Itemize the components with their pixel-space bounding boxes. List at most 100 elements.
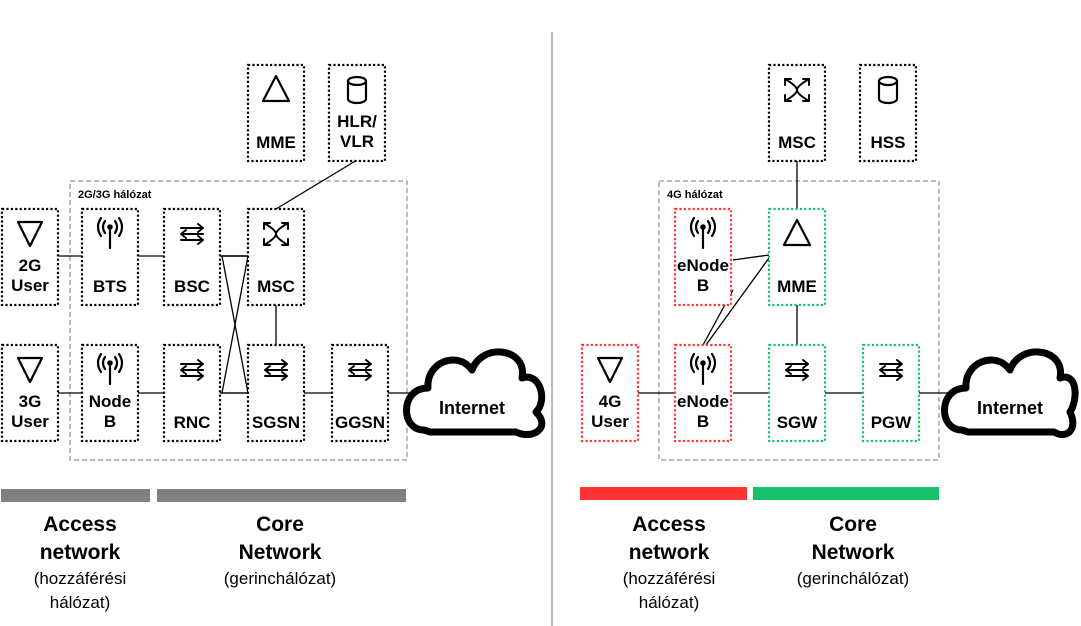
right-access-sub-2: hálózat) <box>639 593 699 612</box>
node-box <box>246 343 306 443</box>
node-box <box>767 207 827 307</box>
node-label: 3G <box>19 392 42 411</box>
left-access-bar <box>1 489 150 502</box>
node-label: User <box>11 412 49 431</box>
left-region-label: 2G/3G hálózat <box>78 189 152 201</box>
left-node-hlr: HLR/VLR <box>327 63 387 163</box>
radio-tower-icon <box>689 352 717 386</box>
left-access-title-2: network <box>40 541 121 564</box>
triangle-icon <box>261 74 291 103</box>
node-box <box>246 63 306 163</box>
node-label: HLR/ <box>337 112 377 131</box>
node-box <box>861 343 921 443</box>
node-label: RNC <box>174 413 211 432</box>
left-node-mme: MME <box>246 63 306 163</box>
left-connections <box>58 159 418 394</box>
node-box <box>673 207 733 307</box>
radio-tower-icon <box>96 352 124 386</box>
node-box <box>162 343 222 443</box>
right-access-title-1: Access <box>632 513 706 536</box>
node-label: HSS <box>871 133 906 152</box>
left-node-bts: BTS <box>80 207 140 307</box>
right-core-bar <box>753 487 939 500</box>
node-label: User <box>11 276 49 295</box>
arrows-exchange-icon <box>264 359 288 381</box>
right-region-label: 4G hálózat <box>667 189 723 201</box>
left-region-box <box>69 180 408 461</box>
radio-tower-icon <box>689 216 717 250</box>
left-node-sgsn: SGSN <box>246 343 306 443</box>
node-label: eNode <box>677 392 729 411</box>
left-core-title-2: Network <box>239 541 322 564</box>
node-label: MME <box>256 133 296 152</box>
node-label: B <box>104 412 116 431</box>
node-box <box>162 207 222 307</box>
left-core-bar <box>157 489 406 502</box>
internet-cloud-right: Internet <box>941 348 1079 438</box>
right-node-sgw: SGW <box>767 343 827 443</box>
arrows-exchange-icon <box>180 223 204 245</box>
node-label: BTS <box>93 277 127 296</box>
internet-label-left: Internet <box>439 398 505 418</box>
link-msc-hlr <box>275 159 358 210</box>
node-label: eNode <box>677 256 729 275</box>
node-box <box>0 207 60 307</box>
right-core-title-2: Network <box>812 541 895 564</box>
database-icon <box>346 75 368 105</box>
right-access-title-2: network <box>629 541 710 564</box>
node-label: PGW <box>871 413 913 432</box>
arrows-exchange-icon <box>879 359 903 381</box>
cloud-icon <box>941 348 1079 438</box>
right-region-box <box>658 180 940 461</box>
right-node-msc: MSC <box>767 63 827 163</box>
right-node-mme: MME <box>767 207 827 307</box>
node-label: VLR <box>340 132 374 151</box>
node-label: 2G <box>19 256 42 275</box>
node-label: MSC <box>778 133 816 152</box>
left-node-ggsn: GGSN <box>330 343 390 443</box>
left-node-rnc: RNC <box>162 343 222 443</box>
internet-label-right: Internet <box>977 398 1043 418</box>
database-icon <box>877 75 899 105</box>
node-label: B <box>697 276 709 295</box>
left-core-title-1: Core <box>256 513 304 536</box>
node-label: GGSN <box>335 413 385 432</box>
antenna-triangle-icon <box>596 356 624 384</box>
left-access-sub-2: hálózat) <box>50 593 110 612</box>
node-label: BSC <box>174 277 210 296</box>
node-box <box>246 207 306 307</box>
node-label: Node <box>89 392 132 411</box>
node-box <box>0 343 60 443</box>
right-connections <box>638 161 950 394</box>
node-box <box>767 63 827 163</box>
right-access-sub-1: (hozzáférési <box>623 569 716 588</box>
link-enodeb-top-mme <box>732 254 770 261</box>
link-enodeb-bot-mme <box>705 257 770 346</box>
node-box <box>580 343 640 443</box>
crossed-arrows-icon <box>784 78 810 102</box>
node-label: 4G <box>599 392 622 411</box>
right-core-sub-1: (gerinchálózat) <box>797 569 909 588</box>
node-label: SGSN <box>252 413 300 432</box>
right-core-title-1: Core <box>829 513 877 536</box>
left-node-msc: MSC <box>246 207 306 307</box>
node-box <box>858 63 918 163</box>
antenna-triangle-icon <box>16 220 44 248</box>
arrows-exchange-icon <box>348 359 372 381</box>
node-label: MSC <box>257 277 295 296</box>
right-node-hss: HSS <box>858 63 918 163</box>
radio-tower-icon <box>96 216 124 250</box>
arrows-exchange-icon <box>785 359 809 381</box>
node-label: B <box>697 412 709 431</box>
crossed-arrows-icon <box>263 222 289 246</box>
node-box <box>330 343 390 443</box>
node-box <box>327 63 387 163</box>
left-access-sub-1: (hozzáférési <box>34 569 127 588</box>
left-node-bsc: BSC <box>162 207 222 307</box>
